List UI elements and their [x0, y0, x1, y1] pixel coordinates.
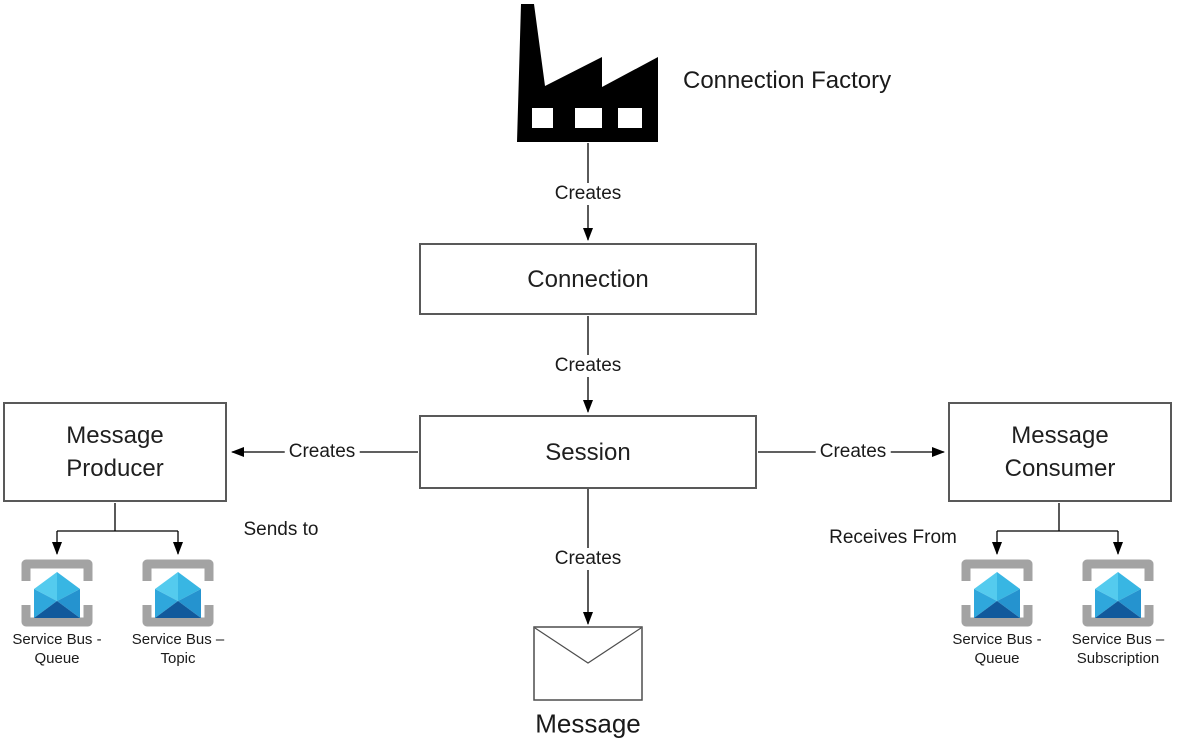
edge-label-creates-message: Creates — [550, 548, 626, 570]
node-connection-label: Connection — [527, 265, 649, 293]
edge-label-creates-connection: Creates — [550, 355, 626, 377]
node-message-producer-label: Message Producer — [66, 422, 164, 482]
edge-label-creates-factory: Creates — [550, 183, 626, 205]
service-bus-subscription-label: Service Bus – Subscription — [1071, 631, 1165, 667]
node-message-consumer: Message Consumer — [948, 402, 1172, 502]
node-session: Session — [419, 415, 757, 489]
service-bus-queue-consumer-label: Service Bus - Queue — [952, 631, 1042, 667]
service-bus-queue-producer-label: Service Bus - Queue — [12, 631, 102, 667]
edge-label-creates-producer: Creates — [284, 441, 360, 463]
service-bus-topic-label: Service Bus – Topic — [131, 631, 225, 667]
message-envelope-icon — [533, 626, 643, 701]
node-message-label: Message — [535, 708, 641, 739]
edge-consumer-branch — [997, 503, 1118, 532]
label-sends-to: Sends to — [243, 519, 319, 540]
node-message-producer: Message Producer — [3, 402, 227, 502]
label-receives-from: Receives From — [829, 527, 957, 548]
service-bus-icon — [142, 559, 214, 627]
edge-producer-branch — [57, 503, 178, 532]
node-connection: Connection — [419, 243, 757, 315]
node-session-label: Session — [545, 438, 631, 466]
factory-label: Connection Factory — [683, 67, 892, 94]
service-bus-icon — [1082, 559, 1154, 627]
edge-label-creates-consumer: Creates — [815, 441, 891, 463]
node-message-consumer-label: Message Consumer — [1004, 422, 1116, 482]
service-bus-icon — [21, 559, 93, 627]
factory-icon — [517, 4, 658, 142]
service-bus-icon — [961, 559, 1033, 627]
